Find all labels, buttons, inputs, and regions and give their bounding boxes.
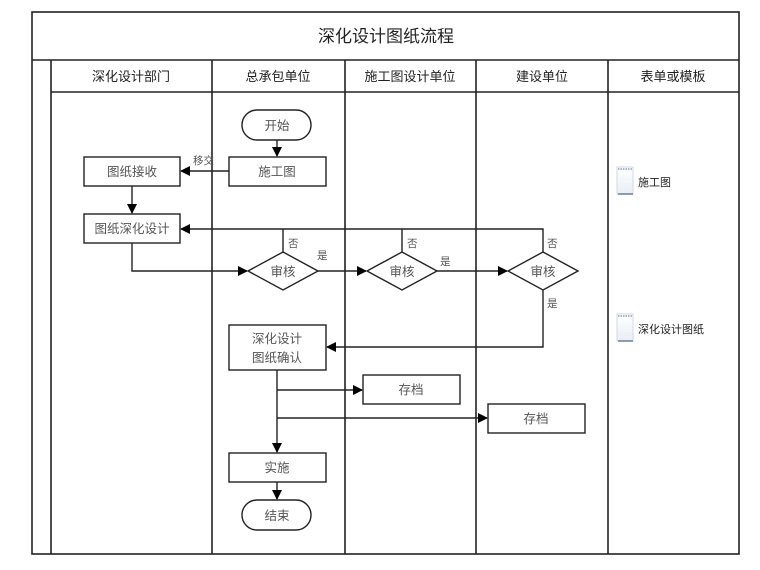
- start-label: 开始: [264, 118, 290, 133]
- edge-deepening-to-review-1: [131, 243, 248, 276]
- outer-border: [31, 11, 740, 555]
- edge-review-3-yes: [326, 290, 544, 352]
- lane-header-owner: 建设单位: [516, 70, 568, 85]
- diagram-title: 深化设计图纸流程: [318, 27, 454, 47]
- review-2-no-label: 否: [407, 238, 418, 250]
- drawing-deepening-node: [83, 213, 181, 244]
- review-3-label: 审核: [530, 264, 556, 279]
- review-2-label: 审核: [389, 264, 415, 279]
- archive-2-label: 存档: [523, 411, 548, 426]
- archive-1-node: [362, 374, 461, 405]
- review-1-yes-label: 是: [317, 250, 328, 262]
- archive-2-node: [487, 403, 586, 434]
- review-3-no-label: 否: [547, 238, 558, 250]
- lane-header-design-unit: 施工图设计单位: [364, 70, 455, 85]
- lane-header-general-contractor: 总承包单位: [245, 70, 310, 85]
- connectors: [127, 140, 544, 500]
- implement-node: [228, 452, 327, 483]
- construction-drawing-label: 施工图: [258, 164, 296, 179]
- document-item[interactable]: 施工图: [616, 166, 671, 195]
- archive-1-label: 存档: [398, 382, 423, 397]
- document-label: 深化设计图纸: [638, 322, 704, 336]
- deepening-confirm-label-line1: 深化设计: [252, 331, 302, 346]
- handover-label: 移交: [193, 154, 214, 167]
- drawing-receipt-label: 图纸接收: [107, 164, 158, 179]
- review-3-yes-label: 是: [547, 298, 558, 310]
- document-label: 施工图: [638, 176, 671, 189]
- lane-header-deepening-dept: 深化设计部门: [92, 70, 170, 85]
- lane-header-forms: 表单或模板: [640, 70, 705, 85]
- drawing-receipt-node: [83, 156, 181, 187]
- notepad-icon: [616, 166, 634, 195]
- deepening-confirm-label-line2: 图纸确认: [252, 350, 303, 365]
- review-2-decision: [365, 251, 439, 291]
- implement-label: 实施: [264, 460, 290, 475]
- review-1-decision: [246, 251, 320, 291]
- deepening-confirm-node: [228, 324, 327, 371]
- edge-review-3-no: [180, 224, 544, 252]
- document-item[interactable]: 深化设计图纸: [616, 313, 704, 342]
- swimlane-frame: [31, 11, 740, 555]
- notepad-icon: [616, 313, 634, 342]
- review-2-yes-label: 是: [440, 256, 451, 268]
- construction-drawing-node: [228, 156, 327, 187]
- end-label: 结束: [264, 508, 290, 523]
- review-3-decision: [506, 251, 580, 291]
- start-node: [241, 109, 312, 141]
- review-1-label: 审核: [270, 264, 296, 279]
- review-1-no-label: 否: [288, 238, 299, 250]
- end-node: [241, 499, 312, 531]
- drawing-deepening-label: 图纸深化设计: [94, 221, 169, 236]
